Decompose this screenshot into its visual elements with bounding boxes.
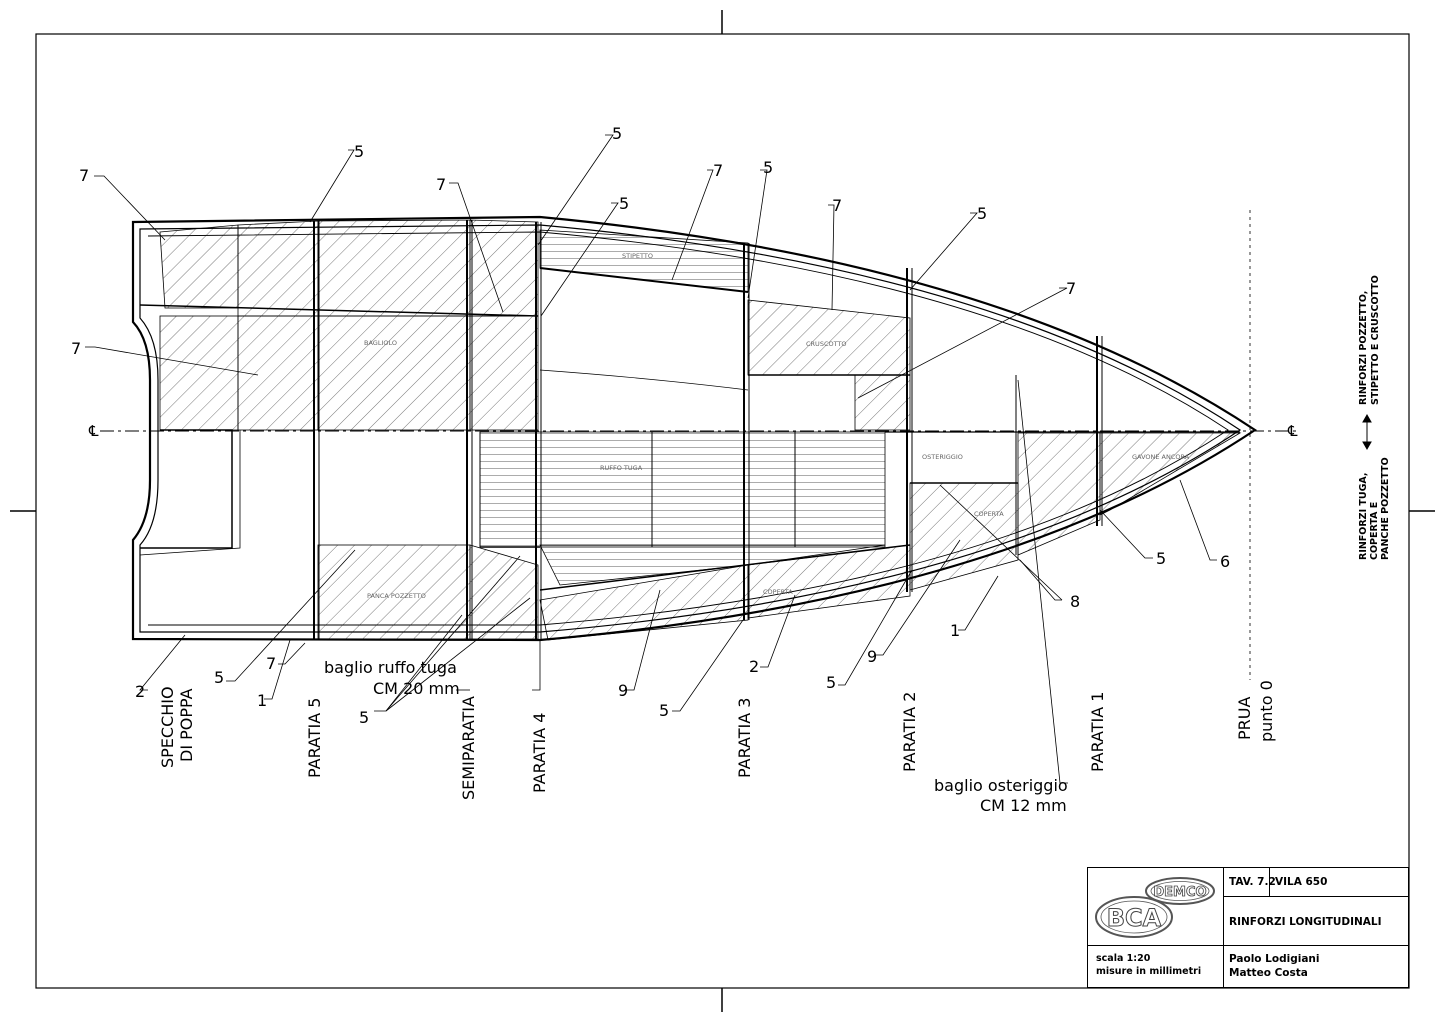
callout-7: 7: [713, 161, 723, 180]
callout-5: 5: [1156, 549, 1166, 568]
leader-lines: [85, 134, 1217, 784]
label-gavone-ancora: GAVONE ANCORA: [1132, 453, 1190, 461]
callout-6: 6: [1220, 552, 1230, 571]
station-paratia-4: PARATIA 4: [530, 713, 549, 793]
legend-up-1: RINFORZI POZZETTO,: [1358, 291, 1369, 405]
logo-text-bca: BCA: [1107, 904, 1162, 932]
callout-7: 7: [266, 654, 276, 673]
callout-5: 5: [612, 124, 622, 143]
side-legend: RINFORZI POZZETTO, STIPETTO E CRUSCOTTO …: [1358, 275, 1391, 560]
callout-1: 1: [257, 691, 267, 710]
company-logo: DEMCO BCA: [1092, 872, 1220, 942]
station-paratia-2: PARATIA 2: [900, 692, 919, 772]
station-paratia-3: PARATIA 3: [735, 698, 754, 778]
callout-7: 7: [436, 175, 446, 194]
label-bagliolo: BAGLIOLO: [364, 339, 397, 347]
callout-1: 1: [950, 621, 960, 640]
sheet-number: TAV. 7.2: [1229, 876, 1276, 888]
station-bow-2: punto 0: [1257, 680, 1276, 742]
centerline-mark-fore: ℄: [1287, 422, 1298, 440]
planked-panels: [479, 229, 886, 586]
callout-7: 7: [79, 166, 89, 185]
callout-9: 9: [867, 647, 877, 666]
legend-up-2: STIPETTO E CRUSCOTTO: [1370, 275, 1381, 405]
label-coperta-aft: COPERTA: [763, 588, 793, 596]
callout-5: 5: [214, 668, 224, 687]
callout-5: 5: [619, 194, 629, 213]
callout-5: 5: [763, 158, 773, 177]
author-2: Matteo Costa: [1229, 967, 1308, 979]
station-transom-2: DI POPPA: [177, 688, 196, 762]
legend-arrows: [1362, 413, 1372, 451]
bulkheads: [313, 220, 1240, 640]
note-baglio-osteriggio-2: CM 12 mm: [980, 796, 1067, 815]
label-osteriggio: OSTERIGGIO: [922, 453, 963, 461]
label-ruffo-tuga: RUFFO TUGA: [600, 464, 643, 472]
callout-5: 5: [359, 708, 369, 727]
station-semiparatia: SEMIPARATIA: [459, 696, 478, 800]
label-cruscotto: CRUSCOTTO: [806, 340, 847, 348]
callout-8: 8: [1070, 592, 1080, 611]
label-coperta-fore: COPERTA: [974, 510, 1004, 518]
station-bow-1: PRUA: [1235, 697, 1254, 740]
logo-text-demco: DEMCO: [1153, 885, 1206, 900]
note-baglio-osteriggio-1: baglio osteriggio: [934, 776, 1068, 795]
callout-2: 2: [135, 682, 145, 701]
centerline-mark-aft: ℄: [88, 422, 99, 440]
scale-text: scala 1:20: [1096, 953, 1151, 964]
callout-5: 5: [354, 142, 364, 161]
drawing-subject: RINFORZI LONGITUDINALI: [1229, 916, 1382, 928]
station-paratia-1: PARATIA 1: [1088, 692, 1107, 772]
callout-9: 9: [618, 681, 628, 700]
note-baglio-ruffo-2: CM 20 mm: [373, 679, 460, 698]
station-labels: SPECCHIO DI POPPA PARATIA 5 SEMIPARATIA …: [158, 680, 1276, 800]
callout-5: 5: [826, 673, 836, 692]
units-text: misure in millimetri: [1096, 966, 1202, 977]
title-block: DEMCO BCA TAV. 7.2 VILA 650 RINFORZI LON…: [1087, 867, 1409, 988]
hatched-panels: [159, 219, 1242, 641]
callout-2: 2: [749, 657, 759, 676]
label-panca-pozzetto: PANCA POZZETTO: [367, 592, 426, 600]
station-paratia-5: PARATIA 5: [305, 698, 324, 778]
label-stipetto: STIPETTO: [622, 252, 653, 260]
callout-7: 7: [832, 196, 842, 215]
station-transom-1: SPECCHIO: [158, 686, 177, 768]
part-labels: STIPETTO CRUSCOTTO BAGLIOLO RUFFO TUGA O…: [364, 252, 1190, 600]
legend-down-2: COPERTA E: [1369, 502, 1380, 560]
callout-5: 5: [977, 204, 987, 223]
callout-7: 7: [1066, 279, 1076, 298]
legend-down-1: RINFORZI TUGA,: [1358, 472, 1369, 560]
author-1: Paolo Lodigiani: [1229, 953, 1320, 965]
callout-7: 7: [71, 339, 81, 358]
model-name: VILA 650: [1275, 876, 1328, 888]
note-baglio-ruffo-1: baglio ruffo tuga: [324, 658, 457, 677]
legend-down-3: PANCHE POZZETTO: [1380, 457, 1391, 560]
callout-5: 5: [659, 701, 669, 720]
callout-numbers: 7 5 7 5 5 7 5 7 5 7 7 2 5 7 1 5 9 5 2 5 …: [71, 124, 1230, 727]
hull-outline: [131, 215, 1257, 642]
